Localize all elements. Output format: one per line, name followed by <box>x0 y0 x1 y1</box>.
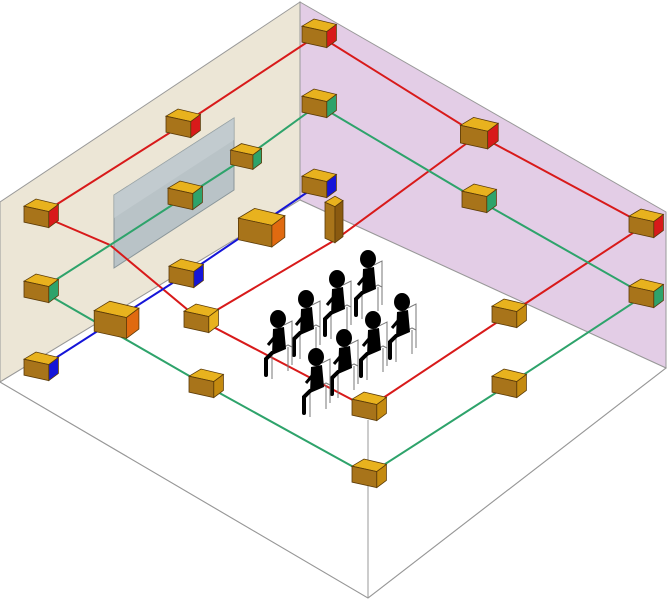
audience-seat <box>302 348 331 417</box>
unit-floor-bottom <box>350 458 388 489</box>
audience-seat <box>323 270 352 339</box>
unit-center-speaker <box>237 207 286 248</box>
unit-screen-speaker <box>166 180 204 211</box>
audience <box>264 250 417 417</box>
unit-floor-front <box>182 303 220 334</box>
equipment-units <box>22 18 665 489</box>
audience-seat <box>264 310 293 379</box>
unit-front-left-speaker <box>93 300 140 340</box>
unit-floor-right <box>490 368 528 399</box>
unit-upper-left-mid <box>229 143 263 171</box>
audience-seat <box>330 329 359 398</box>
unit-floor-center <box>350 391 388 422</box>
unit-tall-speaker <box>324 195 344 244</box>
audience-seat <box>388 293 417 362</box>
front-left-edge <box>0 381 369 599</box>
unit-upper-left-end <box>22 273 60 304</box>
unit-lower-left-end <box>22 351 60 382</box>
audience-seat <box>359 311 388 380</box>
unit-floor-back-right <box>490 298 528 329</box>
front-right-edge <box>367 367 667 599</box>
unit-ceiling-right-end <box>627 208 665 239</box>
unit-lower-mid <box>167 258 205 289</box>
unit-upper-corner <box>300 88 338 119</box>
unit-ceiling-left-end <box>22 198 60 229</box>
unit-ceiling-corner <box>300 18 338 49</box>
audience-seat <box>292 290 321 359</box>
red-wire-front-left <box>39 214 369 409</box>
audience-seat <box>354 250 383 319</box>
unit-ceiling-right-mid <box>459 116 500 150</box>
unit-floor-left <box>187 368 225 399</box>
unit-upper-right-mid <box>460 183 498 214</box>
unit-lower-corner <box>300 168 338 199</box>
unit-ceiling-left-mid <box>164 108 202 139</box>
unit-upper-right-end <box>627 278 665 309</box>
